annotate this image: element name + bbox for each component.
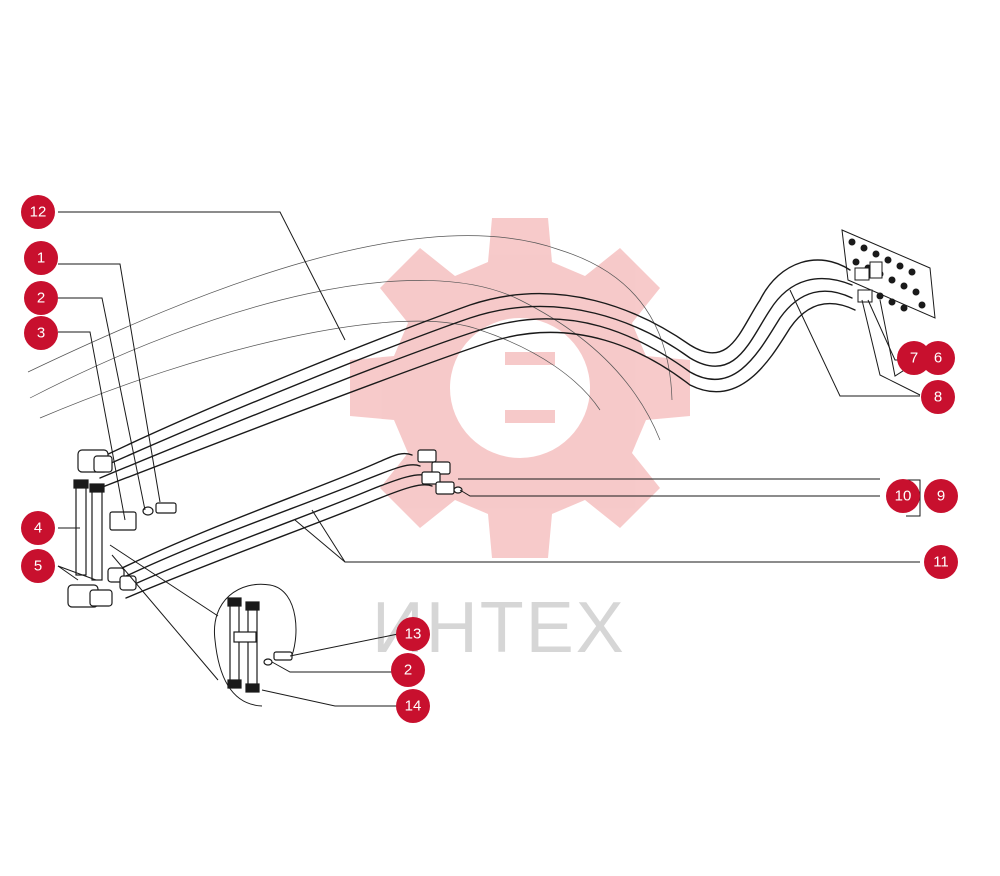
callout-12: 12 [21, 195, 55, 229]
svg-text:1: 1 [37, 250, 45, 267]
callout-13: 13 [396, 617, 430, 651]
guide-arcs [27, 235, 673, 441]
callout-2-detail: 2 [391, 653, 425, 687]
control-valve-block [841, 229, 936, 319]
hose-end-fittings [417, 449, 463, 495]
svg-text:2: 2 [37, 290, 45, 307]
callout-8: 8 [921, 380, 955, 414]
callout-11: 11 [924, 545, 958, 579]
svg-text:2: 2 [404, 662, 412, 679]
svg-text:11: 11 [933, 554, 949, 571]
lower-hose-pair [117, 452, 433, 599]
svg-text:13: 13 [405, 626, 422, 643]
callout-2: 2 [24, 281, 58, 315]
svg-text:3: 3 [37, 325, 45, 342]
callout-6: 6 [921, 341, 955, 375]
callout-14: 14 [396, 689, 430, 723]
callout-1: 1 [24, 241, 58, 275]
callout-9: 9 [924, 479, 958, 513]
svg-text:8: 8 [934, 389, 942, 406]
callout-4: 4 [21, 511, 55, 545]
svg-text:4: 4 [34, 520, 42, 537]
callout-7: 7 [897, 341, 931, 375]
svg-text:9: 9 [937, 488, 945, 505]
svg-text:14: 14 [405, 698, 422, 715]
svg-text:10: 10 [895, 488, 912, 505]
svg-text:6: 6 [934, 350, 942, 367]
svg-text:7: 7 [910, 350, 918, 367]
left-cylinder-assembly [67, 449, 177, 608]
callout-5: 5 [21, 549, 55, 583]
callout-3: 3 [24, 316, 58, 350]
svg-text:5: 5 [34, 558, 42, 575]
upper-hose-pair [99, 259, 856, 489]
detail-inset [109, 544, 297, 707]
watermark-gear-icon [350, 218, 690, 558]
leader-lines [57, 211, 921, 707]
svg-text:12: 12 [30, 204, 47, 221]
callout-10: 10 [886, 479, 920, 513]
